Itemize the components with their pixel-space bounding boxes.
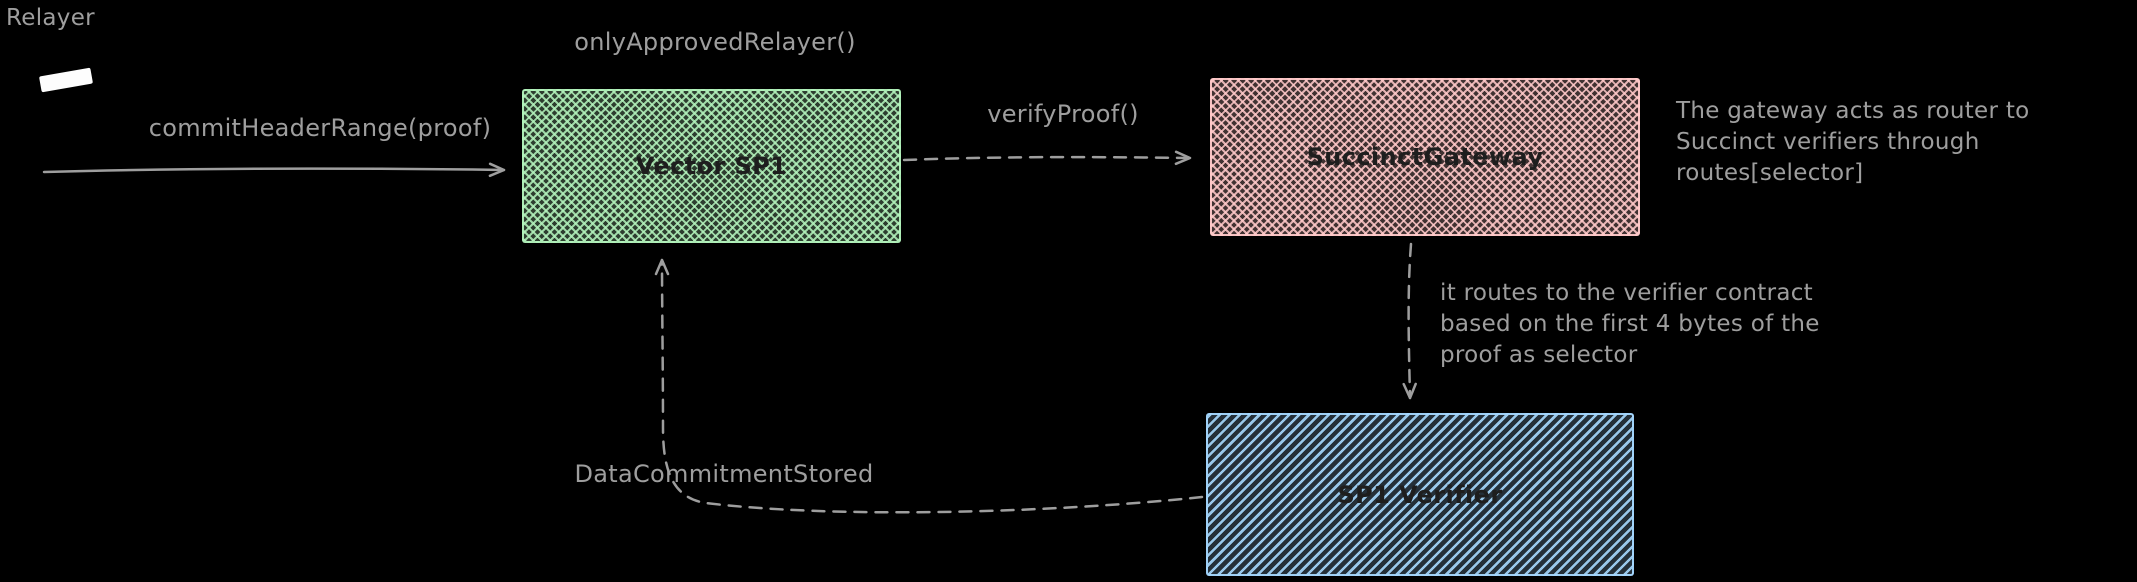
gateway-note-line-3: routes[selector]	[1676, 160, 1864, 186]
gateway-to-verifier-arrow	[1402, 242, 1417, 400]
relayer-shape-icon	[39, 67, 93, 93]
verify-proof-label: verifyProof()	[987, 100, 1139, 128]
relayer-label: Relayer	[6, 5, 95, 31]
only-approved-relayer-label: onlyApprovedRelayer()	[574, 28, 856, 56]
commit-header-range-label: commitHeaderRange(proof)	[148, 114, 492, 142]
data-commitment-stored-label: DataCommitmentStored	[574, 460, 874, 488]
vector-sp1-box: Vector SP1	[522, 89, 901, 243]
vector-sp1-box-label: Vector SP1	[635, 152, 788, 180]
selector-note-line-2: based on the first 4 bytes of the	[1440, 311, 1820, 337]
sp1-verifier-box: SP1 Verifier	[1206, 413, 1634, 576]
gateway-note: The gateway acts as router to Succinct v…	[1676, 96, 2137, 189]
selector-note-line-3: proof as selector	[1440, 342, 1638, 368]
sp1-verifier-box-label: SP1 Verifier	[1337, 480, 1503, 509]
selector-note: it routes to the verifier contract based…	[1440, 278, 1940, 371]
selector-note-line-1: it routes to the verifier contract	[1440, 280, 1813, 306]
commit-header-range-arrow	[42, 162, 506, 178]
verify-proof-arrow	[902, 150, 1192, 166]
succinct-gateway-box-label: SuccinctGateway	[1306, 143, 1544, 171]
gateway-note-line-2: Succinct verifiers through	[1676, 129, 1980, 155]
gateway-note-line-1: The gateway acts as router to	[1676, 98, 2030, 124]
succinct-gateway-box: SuccinctGateway	[1210, 78, 1640, 236]
